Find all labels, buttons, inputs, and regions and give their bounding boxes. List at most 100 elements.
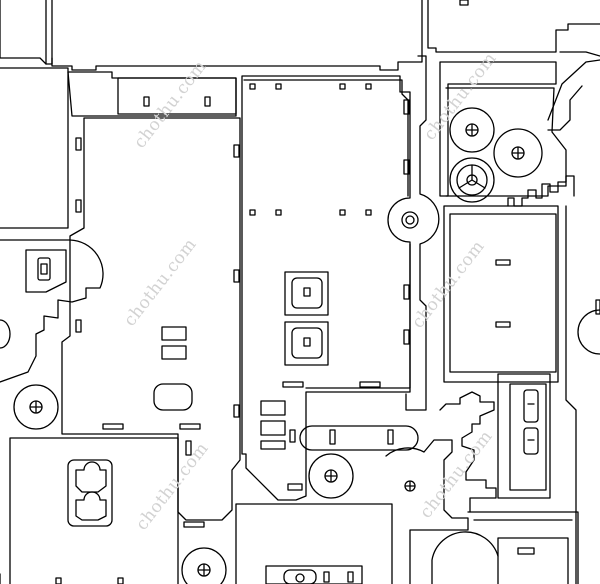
plug-slot [323, 571, 330, 583]
right-edge-line [565, 205, 577, 584]
bottom-connector-plug [283, 569, 317, 584]
screw-cross-icon [29, 400, 43, 414]
jagged-bracket [439, 391, 497, 513]
notch-hole-inner [405, 215, 415, 225]
bottom-center-block [235, 503, 393, 584]
top-right-marker [459, 0, 469, 6]
connector-pin [204, 96, 211, 107]
screw-hole-bottom [181, 547, 227, 584]
antenna-spoke-icon [458, 164, 486, 189]
small-hole-icon [404, 480, 416, 492]
module-slot [495, 259, 511, 266]
shield-hole [249, 209, 256, 216]
small-pad [260, 440, 286, 450]
panel-oval-pad [153, 383, 193, 411]
top-center-shield [51, 0, 423, 71]
top-right-bracket [547, 51, 600, 121]
left-column-outline [0, 67, 69, 229]
shield-slot [403, 329, 410, 345]
panel-slot [233, 269, 240, 283]
shield-hole [249, 83, 256, 90]
top-connector-bar [117, 77, 237, 115]
top-left-shield-edge [45, 0, 53, 65]
vertical-connector [509, 383, 547, 491]
shield-slot [359, 381, 381, 388]
center-chip-lower-dot [303, 337, 311, 347]
lower-center-bar [299, 425, 419, 451]
panel-pad [161, 326, 187, 341]
shield-slot [289, 429, 296, 443]
shield-slot [403, 284, 410, 300]
screw-cross-icon [197, 563, 211, 577]
right-tall-module [443, 205, 559, 383]
center-chip-upper [284, 271, 329, 316]
center-chip-lower [284, 321, 329, 366]
panel-slot [233, 144, 240, 158]
top-right-bracket-inner [547, 85, 583, 131]
shield-hole [365, 209, 372, 216]
panel-slot [75, 137, 82, 151]
panel-slot [183, 521, 205, 528]
left-clip-inner [25, 249, 67, 293]
screw-cross-icon [465, 123, 479, 137]
panel-pad [161, 345, 187, 360]
top-right-shield [427, 0, 600, 53]
center-main-shield [241, 75, 411, 501]
clip-slot [37, 257, 51, 281]
screw-hole-right-b [493, 128, 543, 178]
screw-cross-icon [324, 469, 338, 483]
bottom-right-frame [467, 511, 579, 584]
panel-slot [185, 440, 192, 456]
plug-slot [347, 571, 354, 583]
connector-pin [143, 96, 150, 107]
bar-slot [387, 429, 394, 445]
bottom-left-block [9, 437, 179, 584]
bottom-slot [117, 577, 124, 584]
panel-slot [233, 404, 240, 418]
panel-slot [75, 319, 82, 333]
small-pad [260, 420, 286, 436]
top-left-shield [0, 0, 47, 65]
connector-plug-icon [75, 491, 107, 521]
center-inner-frame [243, 79, 411, 389]
bottom-connector-frame [265, 565, 363, 584]
bottom-slot [55, 577, 62, 584]
antenna-hub [466, 174, 478, 186]
antenna-ring-outer [449, 157, 495, 203]
bottom-round-bump [431, 531, 499, 584]
panel-slot [179, 423, 201, 430]
connector-divider [527, 403, 535, 441]
screw-hole-left [13, 384, 59, 430]
screw-hole-right-a [449, 107, 495, 153]
screw-cross-icon [405, 481, 415, 491]
right-upper-frame [439, 61, 557, 197]
shield-slot [282, 381, 304, 388]
bar-slot [329, 429, 336, 445]
shield-hole [275, 209, 282, 216]
vertical-connector-slot [523, 427, 539, 455]
center-chip-lower-inner [291, 327, 323, 359]
vertical-connector-slot [523, 389, 539, 423]
module-slot [495, 321, 511, 328]
shield-hole [339, 209, 346, 216]
center-chip-upper-inner [291, 277, 323, 309]
left-edge-arc [0, 319, 11, 349]
panel-slot [102, 423, 124, 430]
shield-slot [287, 483, 303, 491]
bottom-right-slot [517, 547, 535, 555]
screw-cross-ring [29, 400, 43, 414]
center-right-notch [405, 55, 440, 411]
right-upper-frame-inner [445, 87, 567, 197]
panel-slot [75, 199, 82, 213]
shield-slot [403, 99, 410, 115]
connector-plug-icon [75, 461, 107, 493]
module-slot [595, 299, 600, 315]
shield-slot [403, 159, 410, 175]
right-lower-bracket [497, 373, 551, 499]
right-edge-curve [577, 309, 600, 355]
shield-hole [275, 83, 282, 90]
bottom-right-curve [385, 439, 469, 584]
bottom-right-block [497, 537, 569, 584]
small-pad [260, 400, 286, 416]
